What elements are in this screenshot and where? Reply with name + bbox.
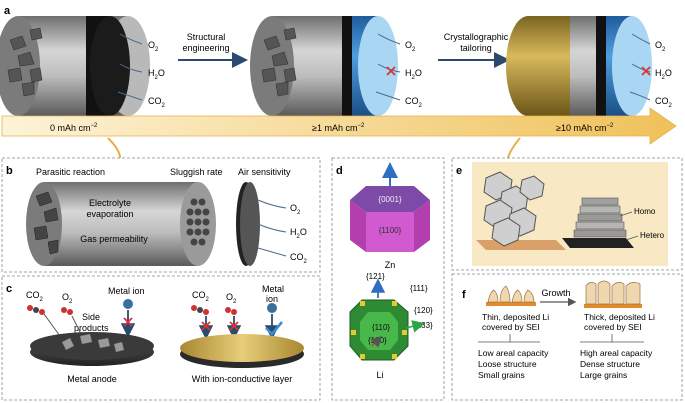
svg-text:Structural: Structural <box>187 32 226 42</box>
svg-text:Metal anode: Metal anode <box>67 374 117 384</box>
battery-cylinder-3 <box>506 16 652 116</box>
panel-c-frame <box>1 275 321 401</box>
svg-text:covered by SEI: covered by SEI <box>584 322 642 332</box>
svg-text:CO2: CO2 <box>26 290 44 303</box>
panel-c-metal-anode: CO2 O2 Metal ion Side products Metal ano… <box>26 286 154 384</box>
li-polyhedron: {121} {111} {120} {233} {110} {100} Li <box>349 272 433 380</box>
svg-text:Loose structure: Loose structure <box>478 359 537 369</box>
svg-text:O2: O2 <box>405 40 416 53</box>
svg-text:Li: Li <box>376 370 383 380</box>
svg-text:O2: O2 <box>148 40 159 53</box>
svg-text:covered by SEI: covered by SEI <box>482 322 540 332</box>
svg-text:{1100}: {1100} <box>379 226 402 235</box>
svg-text:{121}: {121} <box>366 272 385 281</box>
gas-labels-1: O2 H2O CO2 <box>117 33 166 109</box>
svg-text:H2O: H2O <box>405 68 422 81</box>
svg-text:Side: Side <box>82 312 100 322</box>
panel-label-b: b <box>6 165 13 177</box>
svg-text:0 mAh cm−2: 0 mAh cm−2 <box>50 123 98 133</box>
svg-text:CO2: CO2 <box>655 96 673 109</box>
svg-text:H2O: H2O <box>655 68 672 81</box>
svg-text:Growth: Growth <box>541 288 570 298</box>
svg-text:CO2: CO2 <box>405 96 423 109</box>
panel-c-ion-layer: CO2 O2 Metal ion With ion-conductive lay… <box>180 284 304 384</box>
panel-e-dendrite-stack <box>476 171 566 250</box>
svg-text:Metal: Metal <box>262 284 284 294</box>
panel-f-thick-deposit <box>584 280 642 308</box>
svg-text:Dense structure: Dense structure <box>580 359 640 369</box>
svg-text:Crystallographic: Crystallographic <box>444 32 509 42</box>
panel-b-cylinder: Electrolyte evaporation Gas permeability <box>26 182 216 266</box>
svg-text:Gas permeability: Gas permeability <box>80 234 148 244</box>
svg-text:Electrolyte: Electrolyte <box>89 198 131 208</box>
svg-text:O2: O2 <box>290 203 301 216</box>
svg-text:{111}: {111} <box>410 284 428 293</box>
panel-label-e: e <box>456 165 462 177</box>
svg-text:{120}: {120} <box>414 306 433 315</box>
svg-text:Thick, deposited Li: Thick, deposited Li <box>584 312 655 322</box>
svg-text:Zn: Zn <box>385 260 396 270</box>
panel-f-thin-deposit <box>486 285 536 306</box>
svg-text:High areal capacity: High areal capacity <box>580 348 653 358</box>
panel-b-frame <box>1 157 321 273</box>
check-icon <box>265 321 283 336</box>
svg-text:H2O: H2O <box>148 68 165 81</box>
svg-text:{110}: {110} <box>372 323 390 332</box>
svg-text:Thin, deposited Li: Thin, deposited Li <box>482 312 549 322</box>
panel-f-frame <box>451 273 683 401</box>
panel-label-f: f <box>462 289 466 301</box>
svg-text:O2: O2 <box>655 40 666 53</box>
arrow-crystallographic-tailoring: Crystallographic tailoring <box>438 32 510 68</box>
svg-text:With ion-conductive layer: With ion-conductive layer <box>192 374 293 384</box>
label-homo: Homo <box>634 207 656 216</box>
panel-label-c: c <box>6 283 12 295</box>
zn-hexagonal-prism: {0001} {1100} Zn <box>350 162 430 270</box>
capacity-arrow: 0 mAh cm−2 ≥1 mAh cm−2 ≥10 mAh cm−2 <box>1 107 677 159</box>
block-cross-icon <box>641 66 651 76</box>
svg-text:O2: O2 <box>62 292 73 305</box>
svg-text:products: products <box>74 323 109 333</box>
label-air-sensitivity: Air sensitivity <box>238 167 291 177</box>
svg-text:tailoring: tailoring <box>460 43 492 53</box>
label-parasitic-reaction: Parasitic reaction <box>36 167 105 177</box>
block-cross-icon <box>386 66 396 76</box>
svg-text:evaporation: evaporation <box>86 209 133 219</box>
svg-text:ion: ion <box>266 294 278 304</box>
svg-text:Low areal capacity: Low areal capacity <box>478 348 549 358</box>
gas-labels-3: O2 H2O CO2 <box>629 33 673 109</box>
battery-cylinder-2 <box>250 16 398 116</box>
panel-e-layered-stack: Homo Hetero <box>562 197 665 248</box>
battery-cylinder-1 <box>0 16 150 116</box>
svg-text:CO2: CO2 <box>290 252 308 265</box>
svg-text:H2O: H2O <box>290 227 307 240</box>
svg-text:Metal ion: Metal ion <box>108 286 145 296</box>
growth-arrow: Growth <box>540 288 577 307</box>
svg-text:engineering: engineering <box>182 43 229 53</box>
label-sluggish-rate: Sluggish rate <box>170 167 223 177</box>
svg-text:Large grains: Large grains <box>580 370 627 380</box>
svg-text:≥1 mAh cm−2: ≥1 mAh cm−2 <box>312 123 365 133</box>
panel-e-frame <box>451 157 683 271</box>
svg-text:CO2: CO2 <box>148 96 166 109</box>
svg-text:Small grains: Small grains <box>478 370 525 380</box>
panel-f-captions: Thin, deposited Li covered by SEI Thick,… <box>478 312 655 380</box>
svg-text:{0001}: {0001} <box>378 195 401 204</box>
label-hetero: Hetero <box>640 231 665 240</box>
svg-text:CO2: CO2 <box>192 290 210 303</box>
panel-label-d: d <box>336 165 343 177</box>
gas-labels-2: O2 H2O CO2 <box>375 33 423 109</box>
arrow-structural-engineering: Structural engineering <box>178 32 248 68</box>
panel-b-disc: O2 H2O CO2 <box>236 182 308 266</box>
panel-label-a: a <box>4 5 11 17</box>
svg-text:O2: O2 <box>226 292 237 305</box>
svg-text:≥10 mAh cm−2: ≥10 mAh cm−2 <box>556 123 614 133</box>
panel-d-frame <box>331 157 445 401</box>
